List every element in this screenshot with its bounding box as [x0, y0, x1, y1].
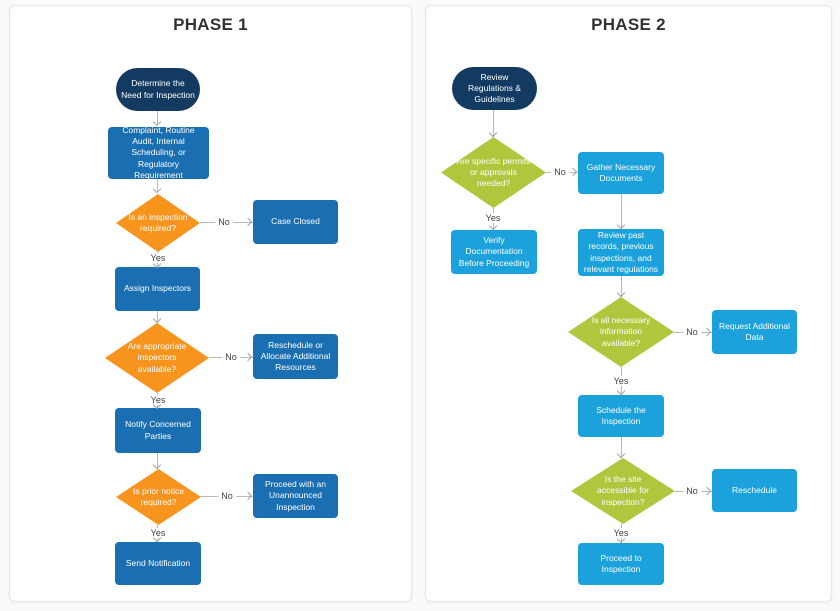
decision-label: Is prior notice required? — [132, 485, 185, 507]
p2-schedule-inspection-process: Schedule the Inspection — [578, 395, 664, 437]
decision-label: Is all necessary information available? — [591, 315, 651, 348]
arrowhead-icon — [616, 449, 626, 459]
p2-reschedule-process: Reschedule — [712, 469, 797, 512]
edge-label-no: No — [222, 352, 240, 362]
p2-start-terminator: Review Regulations & Guidelines — [452, 67, 537, 110]
connector — [157, 111, 158, 124]
edge-label-no: No — [218, 491, 236, 501]
connector — [157, 179, 158, 191]
edge-label-yes: Yes — [610, 528, 632, 538]
decision-label: Are appropriate inspectors available? — [127, 341, 187, 374]
p1-assign-inspectors-process: Assign Inspectors — [115, 267, 200, 311]
edge-label-no: No — [551, 167, 569, 177]
p2-decision-information-available: Is all necessary information available? — [568, 297, 674, 367]
p1-unannounced-inspection-process: Proceed with an Unannounced Inspection — [253, 474, 338, 518]
p2-review-records-process: Review past records, previous inspection… — [578, 229, 664, 276]
arrowhead-icon — [616, 386, 626, 396]
p1-trigger-process: Complaint, Routine Audit, Internal Sched… — [108, 125, 209, 180]
arrowhead-icon — [702, 486, 712, 496]
p2-request-data-process: Request Additional Data — [712, 310, 797, 354]
arrowhead-icon — [616, 288, 626, 298]
p2-decision-permits-needed: Are specific permits or approvals needed… — [441, 137, 546, 208]
p1-start-terminator: Determine the Need for Inspection — [116, 68, 200, 111]
arrowhead-icon — [243, 217, 253, 227]
arrowhead-icon — [152, 314, 162, 324]
p1-send-notification-process: Send Notification — [115, 542, 201, 585]
p2-proceed-inspection-process: Proceed to Inspection — [578, 543, 664, 585]
edge-label-yes: Yes — [147, 528, 169, 538]
arrowhead-icon — [243, 491, 253, 501]
p2-verify-documentation-process: Verify Documentation Before Proceeding — [451, 230, 537, 274]
edge-label-yes: Yes — [482, 213, 504, 223]
p1-decision-inspectors-available: Are appropriate inspectors available? — [105, 323, 209, 393]
connector — [621, 276, 622, 297]
edge-label-no: No — [683, 327, 701, 337]
arrowhead-icon — [568, 167, 578, 177]
p1-decision-inspection-required: Is an inspection required? — [116, 194, 200, 252]
p1-decision-prior-notice: Is prior notice required? — [116, 469, 201, 525]
edge-label-yes: Yes — [610, 376, 632, 386]
edge-label-yes: Yes — [147, 395, 169, 405]
edge-label-no: No — [683, 486, 701, 496]
decision-label: Is an inspection required? — [128, 211, 188, 233]
phase1-panel: PHASE 1 Determine the Need for Inspectio… — [9, 5, 412, 602]
p1-reschedule-resources-process: Reschedule or Allocate Additional Resour… — [253, 334, 338, 379]
arrowhead-icon — [243, 352, 253, 362]
p1-case-closed-process: Case Closed — [253, 200, 338, 244]
arrowhead-icon — [702, 327, 712, 337]
arrowhead-icon — [152, 184, 162, 194]
decision-label: Are specific permits or approvals needed… — [456, 155, 531, 189]
p1-notify-parties-process: Notify Concerned Parties — [115, 408, 201, 453]
arrowhead-icon — [488, 221, 498, 231]
connector — [621, 194, 622, 229]
arrowhead-icon — [616, 220, 626, 230]
edge-label-yes: Yes — [147, 253, 169, 263]
connector — [621, 437, 622, 458]
arrowhead-icon — [488, 128, 498, 138]
phase2-panel: PHASE 2 Review Regulations & Guidelines … — [425, 5, 832, 602]
p2-gather-documents-process: Gather Necessary Documents — [578, 152, 664, 194]
connector — [157, 453, 158, 469]
phase1-title: PHASE 1 — [173, 15, 248, 34]
p2-decision-site-accessible: Is the site accessible for inspection? — [571, 458, 675, 524]
edge-label-no: No — [215, 217, 233, 227]
connector — [157, 311, 158, 323]
connector — [493, 110, 494, 137]
phase2-title: PHASE 2 — [591, 15, 666, 34]
arrowhead-icon — [152, 460, 162, 470]
decision-label: Is the site accessible for inspection? — [597, 474, 649, 507]
